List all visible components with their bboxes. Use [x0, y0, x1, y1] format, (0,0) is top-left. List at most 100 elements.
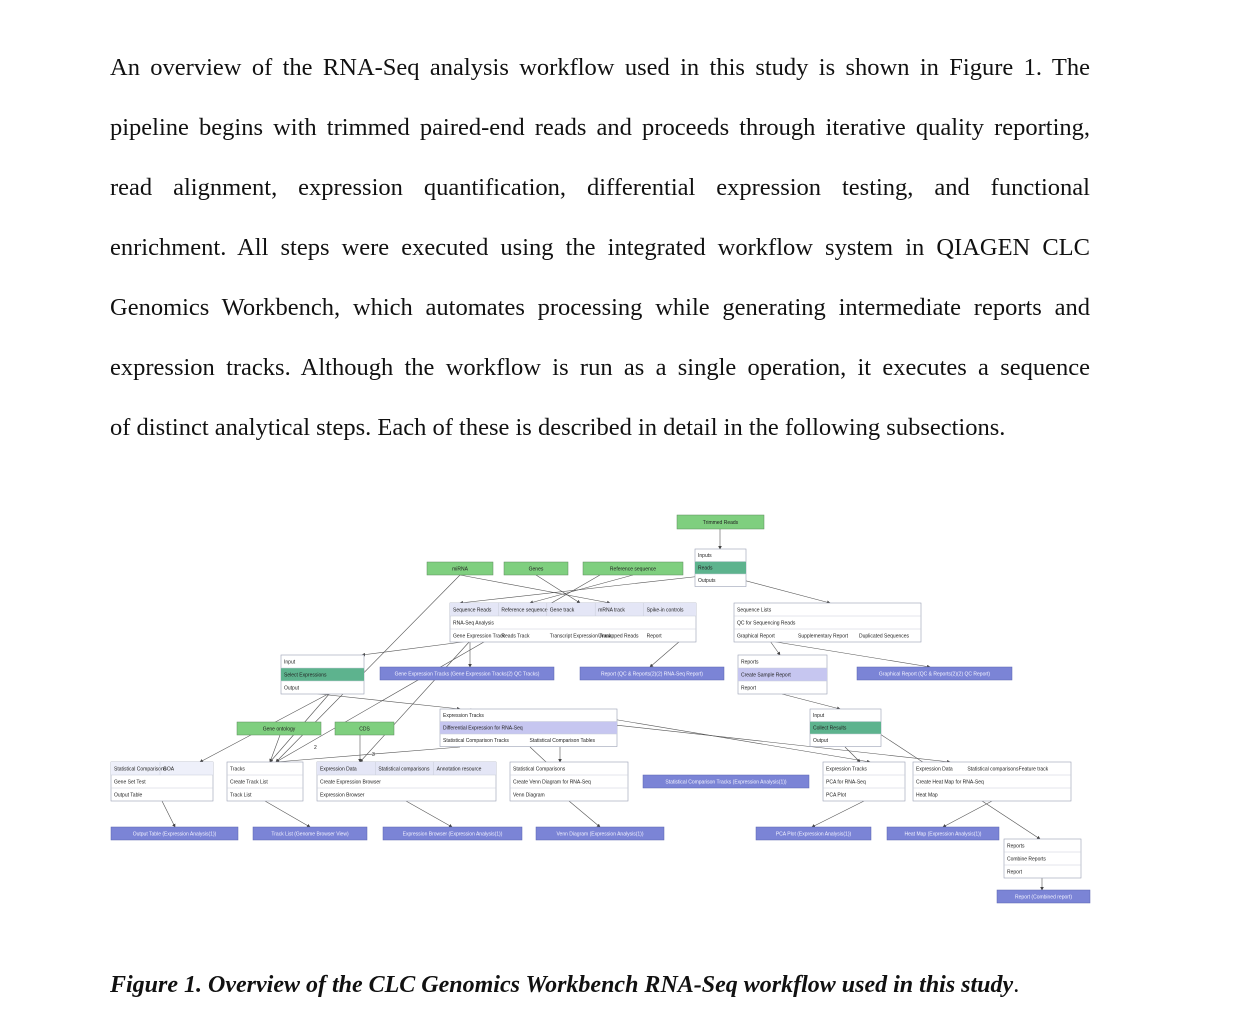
node-qc-reads-cell: QC for Sequencing Reads: [737, 620, 796, 626]
paragraph-line: expression tracks. Although the workflow…: [110, 354, 1090, 381]
output-venn-diagram-label: Venn Diagram (Expression Analysis(1)): [557, 832, 644, 838]
node-create-sample-report-cell: Create Sample Report: [741, 672, 791, 678]
node-rnaseq-analysis-cell: Transcript Expression Track: [550, 633, 612, 639]
node-expression-browser-cell: Annotation resource: [437, 766, 482, 772]
node-create-sample-report-cell: Reports: [741, 659, 759, 665]
node-gene-set-test-cell: Statistical Comparisons: [114, 766, 167, 772]
workflow-edge: [568, 800, 601, 828]
workflow-edge: [264, 800, 311, 828]
paragraph-line: of distinct analytical steps. Each of th…: [110, 414, 1006, 441]
node-qc-reads-cell: Supplementary Report: [798, 633, 849, 639]
node-heat-map-cell: Create Heat Map for RNA-Seq: [916, 779, 984, 785]
paragraph-line: An overview of the RNA-Seq analysis work…: [110, 54, 1090, 81]
output-track-list: Track List (Genome Browser View): [252, 826, 368, 841]
output-expression-browser: Expression Browser (Expression Analysis(…: [382, 826, 523, 841]
paragraph-line: Genomics Workbench, which automates proc…: [110, 294, 1090, 321]
node-collect-results-cell: Input: [813, 713, 825, 719]
workflow-edge: [599, 716, 871, 764]
workflow-edge: [309, 692, 461, 711]
paragraph-line: enrichment. All steps were executed usin…: [110, 234, 1090, 261]
workflow-edge: [269, 734, 281, 763]
output-report-rnaseq: Report (QC & Reports(2)(2) RNA-Seq Repor…: [579, 666, 725, 681]
figure-caption: Figure 1. Overview of the CLC Genomics W…: [110, 972, 1019, 999]
node-expression-browser-cell: Create Expression Browser: [320, 779, 381, 785]
input-genes-label: Genes: [529, 566, 544, 572]
output-heat-map-label: Heat Map (Expression Analysis(1)): [905, 832, 982, 838]
input-reference-sequence: Reference sequence: [582, 561, 684, 576]
node-create-track-list-cell: Tracks: [230, 766, 245, 772]
node-expression-browser-cell: Expression Data: [320, 766, 357, 772]
node-collect-results-cell: Output: [813, 738, 829, 744]
node-select-expressions-cell: Input: [284, 659, 296, 665]
workflow-edge: [359, 640, 471, 763]
output-output-table: Output Table (Expression Analysis(1)): [110, 826, 239, 841]
node-differential-expression-cell: Differential Expression for RNA-Seq: [443, 726, 523, 732]
output-gene-expression-tracks-label: Gene Expression Tracks (Gene Expression …: [395, 672, 540, 678]
node-rnaseq-analysis-cell: Report: [647, 633, 663, 639]
node-qc-reads-cell: Graphical Report: [737, 633, 775, 639]
output-statistical-comparison-tracks-label: Statistical Comparison Tracks (Expressio…: [665, 780, 786, 786]
workflow-edge: [275, 746, 461, 764]
input-reference-sequence-label: Reference sequence: [610, 566, 656, 572]
node-pca-cell: PCA Plot: [826, 792, 847, 798]
node-rnaseq-analysis-cell: Gene track: [550, 607, 575, 613]
input-cds-label: CDS: [359, 726, 370, 732]
body-paragraph: An overview of the RNA-Seq analysis work…: [110, 38, 1090, 458]
node-combine-reports-cell: Report: [1007, 869, 1023, 875]
node-differential-expression-cell: Statistical Comparison Tracks: [443, 738, 509, 744]
workflow-edge: [161, 800, 176, 828]
input-gene-ontology: Gene ontology: [236, 721, 322, 736]
node-reads-cell: Reads: [698, 566, 713, 572]
node-rnaseq-analysis-cell: RNA-Seq Analysis: [453, 620, 494, 626]
output-expression-browser-label: Expression Browser (Expression Analysis(…: [403, 832, 503, 838]
node-pca-cell: PCA for RNA-Seq: [826, 779, 866, 785]
node-combine-reports-cell: Combine Reports: [1007, 856, 1046, 862]
node-venn-diagram-cell: Statistical Comparisons: [513, 766, 566, 772]
workflow-edge: [942, 800, 993, 828]
edge-number: 3: [372, 752, 375, 758]
node-rnaseq-analysis-cell: Unmapped Reads: [598, 633, 639, 639]
edge-number: 2: [314, 745, 317, 751]
output-output-table-label: Output Table (Expression Analysis(1)): [133, 832, 217, 838]
node-reads-cell: Inputs: [698, 553, 712, 559]
workflow-edge: [529, 574, 634, 604]
node-differential-expression-cell: Expression Tracks: [443, 713, 484, 719]
node-heat-map-cell: Heat Map: [916, 792, 938, 798]
workflow-edge: [844, 746, 861, 763]
node-gene-set-test-cell: GOA: [163, 766, 175, 772]
node-venn-diagram-cell: Venn Diagram: [513, 792, 545, 798]
node-differential-expression-cell: Statistical Comparison Tables: [530, 738, 596, 744]
workflow-edge: [361, 640, 471, 657]
workflow-edge: [811, 800, 865, 828]
node-combine-reports-cell: Reports: [1007, 843, 1025, 849]
node-create-track-list-cell: Track List: [230, 792, 252, 798]
workflow-edge: [459, 573, 721, 605]
node-heat-map-cell: Statistical comparisons: [967, 766, 1019, 772]
node-collect-results-cell: Collect Results: [813, 726, 847, 732]
workflow-edge: [405, 800, 453, 828]
node-rnaseq-analysis-cell: mRNA track: [598, 607, 625, 613]
output-heat-map: Heat Map (Expression Analysis(1)): [886, 826, 1000, 841]
node-create-track-list-cell: Create Track List: [230, 779, 268, 785]
node-qc-reads-cell: Duplicated Sequences: [859, 633, 910, 639]
workflow-edge: [769, 640, 931, 669]
input-gene-ontology-label: Gene ontology: [263, 726, 296, 732]
input-genes: Genes: [503, 561, 569, 576]
output-track-list-label: Track List (Genome Browser View): [271, 832, 349, 838]
node-reads-cell: Outputs: [698, 578, 716, 584]
